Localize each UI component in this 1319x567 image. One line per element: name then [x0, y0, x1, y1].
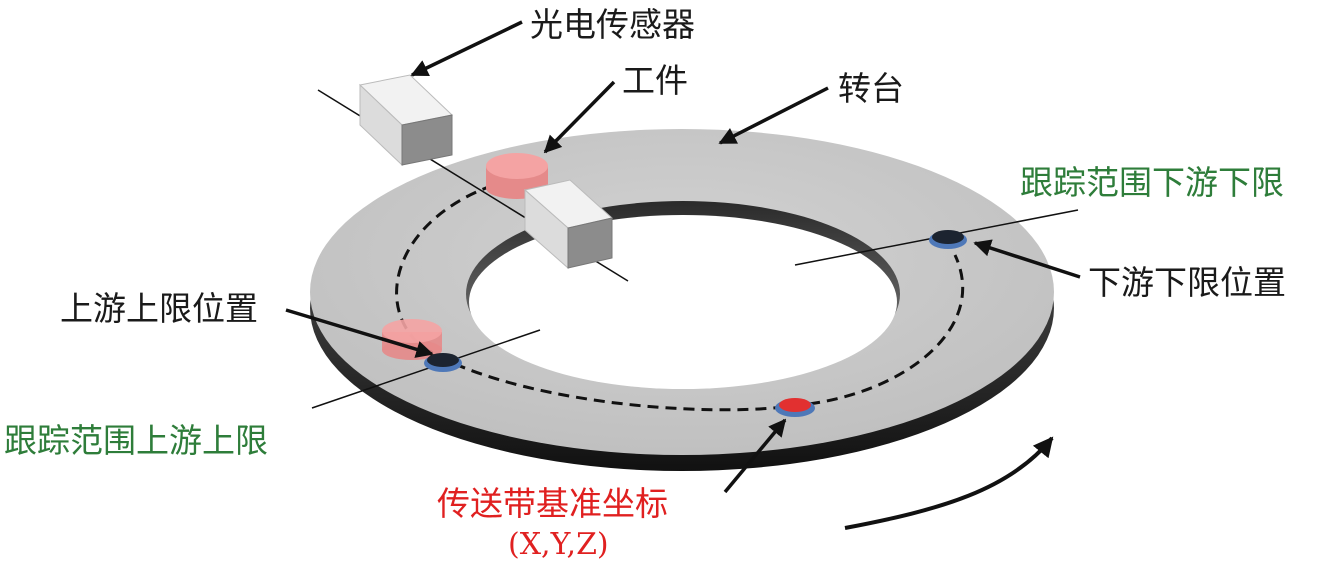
label-track-upstream-limit: 跟踪范围上游上限 — [4, 421, 268, 460]
arrow-to-sensor — [410, 20, 523, 77]
tracking-path — [395, 178, 965, 412]
arrow-to-workpiece — [543, 80, 616, 154]
ring-hole — [469, 215, 897, 389]
label-track-downstream-limit: 跟踪范围下游下限 — [1020, 163, 1284, 202]
label-conveyor-base-frame: 传送带基准坐标 — [437, 484, 668, 523]
rotation-arrow — [844, 436, 1054, 530]
label-turntable: 转台 — [838, 69, 904, 108]
arrow-to-downstream — [973, 239, 1081, 279]
photo-sensor-rear — [358, 74, 454, 167]
label-coords: (X,Y,Z) — [508, 527, 609, 562]
photo-sensor-front — [523, 179, 614, 270]
label-workpiece: 工件 — [622, 61, 688, 100]
downstream-marker — [929, 230, 967, 249]
workpiece-upstream — [382, 319, 442, 360]
upstream-marker — [424, 353, 462, 372]
label-photo-sensor: 光电传感器 — [530, 5, 695, 44]
conveyor-base-marker — [775, 398, 815, 417]
upstream-limit-line — [311, 329, 541, 409]
arrow-to-upstream — [285, 308, 434, 358]
arrow-to-conveyor-base — [723, 418, 787, 494]
arrow-to-turntable — [718, 86, 829, 145]
label-upstream-upper-position: 上游上限位置 — [60, 289, 258, 328]
label-downstream-lower-position: 下游下限位置 — [1088, 263, 1286, 302]
